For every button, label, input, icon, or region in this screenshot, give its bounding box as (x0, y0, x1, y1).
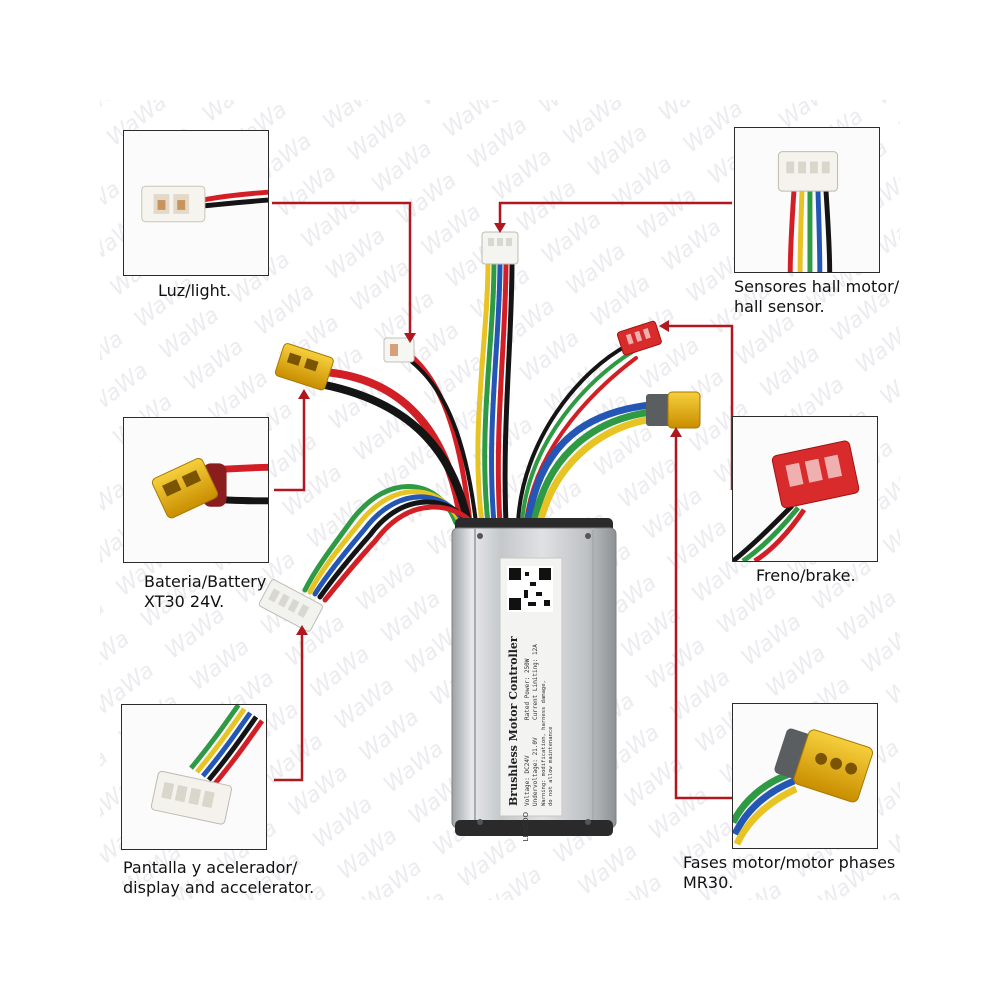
controller-spec-current: Current Limiting: 12A (532, 644, 539, 720)
controller-title: Brushless Motor Controller (507, 636, 520, 806)
label-brake: Freno/brake. (756, 566, 856, 586)
label-display-line1: Pantalla y acelerador/ (123, 858, 298, 877)
label-battery-line2: XT30 24V. (144, 592, 225, 611)
label-hall-line1: Sensores hall motor/ (734, 277, 900, 296)
arrow-hall (494, 223, 506, 233)
label-hall-line2: hall sensor. (734, 297, 825, 316)
controller-wires (302, 259, 658, 603)
mr30-connector-photo (733, 728, 874, 846)
label-light-line1: Luz/light. (158, 281, 232, 300)
hall-sensor-connector (481, 231, 519, 265)
controller-label: Brushless Motor Controller Voltage: DC24… (499, 557, 563, 842)
label-brake-line1: Freno/brake. (756, 566, 856, 585)
mr30-connector (646, 391, 701, 429)
callout-hall-image (734, 127, 880, 273)
display-connector (258, 579, 323, 632)
callout-light-image (123, 130, 269, 276)
label-phases: Fases motor/motor phases MR30. (683, 853, 895, 893)
brake-connector-photo (733, 440, 860, 561)
light-connector (383, 337, 415, 363)
qr-code (507, 566, 553, 612)
label-phases-line1: Fases motor/motor phases (683, 853, 896, 872)
controller-spec-power: Rated Power: 250W (524, 658, 531, 720)
label-battery: Bateria/Battery XT30 24V. (144, 572, 266, 612)
arrow-phases (670, 427, 682, 437)
brake-connector (616, 320, 662, 356)
arrow-display (296, 625, 308, 635)
label-hall: Sensores hall motor/ hall sensor. (734, 277, 899, 317)
xt30-connector-photo (151, 457, 268, 519)
leader-lines (272, 201, 734, 800)
label-display: Pantalla y acelerador/ display and accel… (123, 858, 314, 898)
controller-spec-voltage: Voltage: DC24V (524, 755, 531, 806)
controller-warning-2: do not allow maintenance (548, 727, 554, 806)
callout-phases-image (732, 703, 878, 849)
display-connector-photo (150, 705, 265, 825)
light-connector-photo (141, 185, 268, 223)
leader-battery (274, 392, 306, 492)
callout-display-image (121, 704, 267, 850)
xt30-connector (274, 343, 334, 391)
callout-brake-image (732, 416, 878, 562)
controller-brand: LENZOO (522, 812, 530, 842)
controller-warning: Warning: modification, harness damage, (541, 680, 547, 806)
leader-display (274, 628, 304, 782)
label-battery-line1: Bateria/Battery (144, 572, 267, 591)
label-phases-line2: MR30. (683, 873, 734, 892)
controller-spec-undervoltage: Undervoltage: 21.0V (532, 737, 539, 806)
callout-battery-image (123, 417, 269, 563)
label-light: Luz/light. (158, 281, 231, 301)
arrow-brake (659, 320, 669, 332)
leader-phases (674, 430, 732, 800)
leader-light (272, 201, 412, 340)
arrow-light (404, 333, 416, 343)
leader-hall (498, 201, 732, 230)
label-display-line2: display and accelerator. (123, 878, 315, 897)
hall-connector-photo (777, 151, 839, 272)
arrow-battery (298, 389, 310, 399)
